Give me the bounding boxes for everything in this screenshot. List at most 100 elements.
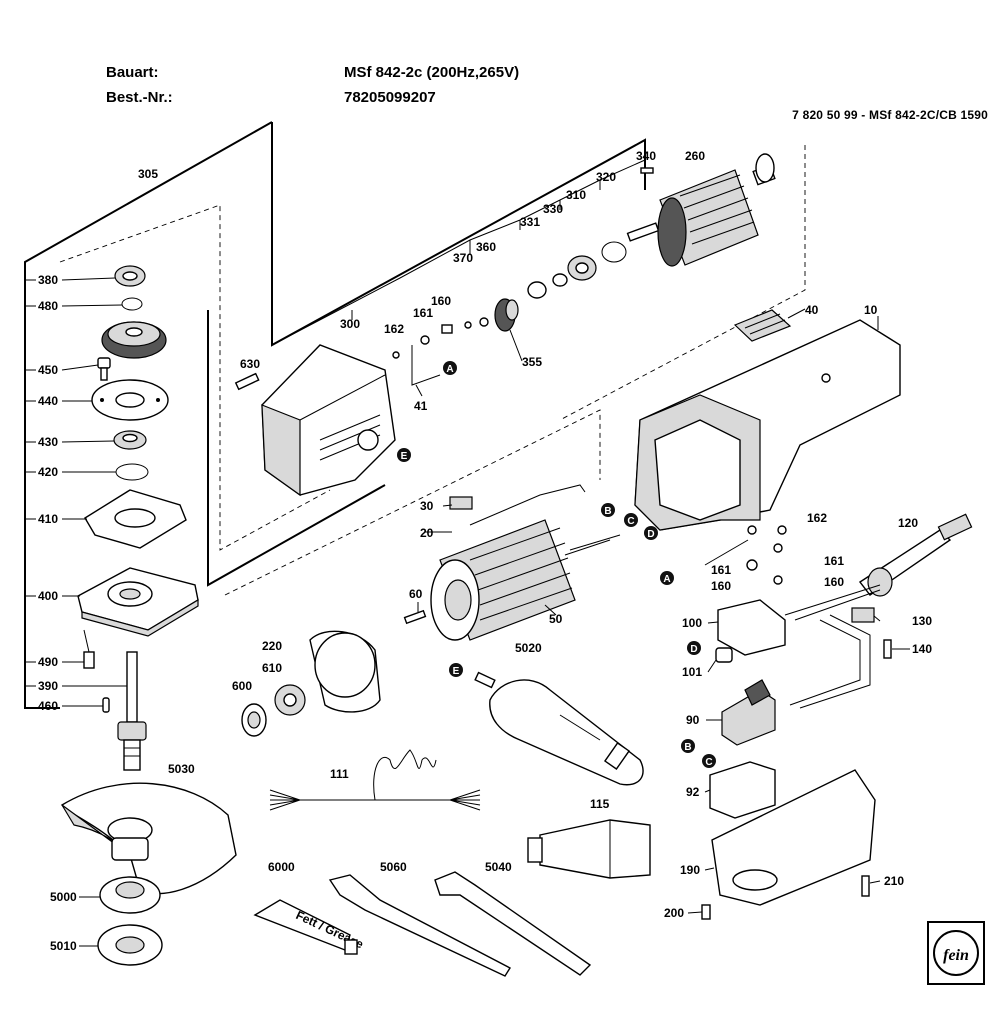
label-310: 310 xyxy=(566,188,586,202)
part-number-labels: 305 380 480 450 440 430 420 410 400 490 … xyxy=(38,149,932,953)
svg-text:A: A xyxy=(663,574,670,585)
marker-e-2: E xyxy=(449,663,463,677)
label-320: 320 xyxy=(596,170,616,184)
baffle-220 xyxy=(309,630,381,713)
label-420: 420 xyxy=(38,465,58,479)
label-40: 40 xyxy=(805,303,819,317)
label-5000: 5000 xyxy=(50,890,77,904)
label-370: 370 xyxy=(453,251,473,265)
grease-tube-6000: Fett / Grease xyxy=(253,899,366,955)
label-330: 330 xyxy=(543,202,563,216)
switch-wires xyxy=(784,584,881,709)
label-30: 30 xyxy=(420,499,434,513)
label-160-left: 160 xyxy=(711,579,731,593)
circlip-320 xyxy=(601,241,627,263)
label-60: 60 xyxy=(409,587,423,601)
label-260: 260 xyxy=(685,149,705,163)
ring-420 xyxy=(115,463,149,481)
clamp-130 xyxy=(851,607,875,623)
label-460: 460 xyxy=(38,699,58,713)
plate-440 xyxy=(91,379,169,421)
label-190: 190 xyxy=(680,863,700,877)
field-coil-50 xyxy=(430,519,621,641)
screw-200 xyxy=(701,904,711,920)
svg-text:E: E xyxy=(401,451,408,462)
flange-400 xyxy=(77,567,199,637)
label-5020: 5020 xyxy=(515,641,542,655)
marker-d-1: D xyxy=(644,526,658,540)
motor-frame xyxy=(224,140,806,596)
label-400: 400 xyxy=(38,589,58,603)
label-300: 300 xyxy=(340,317,360,331)
marker-b-1: B xyxy=(601,503,615,517)
svg-text:C: C xyxy=(705,757,712,768)
label-220: 220 xyxy=(262,639,282,653)
switch-90 xyxy=(721,679,776,746)
label-6000: 6000 xyxy=(268,860,295,874)
label-331: 331 xyxy=(520,215,540,229)
gasket-410 xyxy=(84,489,187,549)
label-490: 490 xyxy=(38,655,58,669)
pin-wrench-5060 xyxy=(328,874,511,977)
label-5010: 5010 xyxy=(50,939,77,953)
capacitor-101 xyxy=(715,647,733,663)
cable-111 xyxy=(269,749,481,811)
label-440: 440 xyxy=(38,394,58,408)
small-parts-162-161-160 xyxy=(392,317,489,359)
label-355: 355 xyxy=(522,355,542,369)
bearing-310 xyxy=(567,255,597,281)
bearing-430 xyxy=(113,430,147,450)
plug-115 xyxy=(527,819,651,879)
label-5040: 5040 xyxy=(485,860,512,874)
gear-head-frame xyxy=(24,121,646,709)
label-5060: 5060 xyxy=(380,860,407,874)
label-50: 50 xyxy=(549,612,563,626)
label-161-left: 161 xyxy=(711,563,731,577)
label-210: 210 xyxy=(884,874,904,888)
screw-490 xyxy=(83,629,95,669)
marker-c-1: C xyxy=(624,513,638,527)
flange-5000 xyxy=(99,876,161,914)
cover-92 xyxy=(709,761,776,819)
svg-text:D: D xyxy=(690,644,697,655)
label-111: 111 xyxy=(330,767,349,781)
washers-331-330 xyxy=(527,273,568,299)
nut-610 xyxy=(274,684,306,716)
gear-housing-300 xyxy=(261,344,396,497)
label-10: 10 xyxy=(864,303,878,317)
screw-140 xyxy=(883,639,892,659)
key-340 xyxy=(640,167,654,174)
label-120: 120 xyxy=(898,516,918,530)
screw-210 xyxy=(861,875,870,897)
svg-text:fein: fein xyxy=(943,947,969,964)
bevel-gear xyxy=(101,321,167,359)
label-390: 390 xyxy=(38,679,58,693)
label-600: 600 xyxy=(232,679,252,693)
label-340: 340 xyxy=(636,149,656,163)
svg-text:A: A xyxy=(446,364,453,375)
svg-text:C: C xyxy=(627,516,634,527)
bracket-100 xyxy=(717,599,786,656)
armature-260 xyxy=(626,153,776,267)
type-label: Bauart: xyxy=(106,64,159,81)
screw-60 xyxy=(403,609,427,625)
label-90: 90 xyxy=(686,713,700,727)
circlip-480 xyxy=(121,297,143,311)
label-160-right: 160 xyxy=(824,575,844,589)
label-161-right: 161 xyxy=(824,554,844,568)
housing-cover-190 xyxy=(711,769,876,906)
svg-text:D: D xyxy=(647,529,654,540)
label-360: 360 xyxy=(476,240,496,254)
fein-logo-icon: fein xyxy=(927,921,985,985)
label-630: 630 xyxy=(240,357,260,371)
svg-text:E: E xyxy=(453,666,460,677)
screw-630 xyxy=(234,372,260,391)
nut-5010 xyxy=(97,924,163,966)
brush-holder-30-20 xyxy=(449,484,586,526)
small-gear-355 xyxy=(494,298,519,332)
marker-a-2: A xyxy=(660,571,674,585)
label-305: 305 xyxy=(138,167,158,181)
type-value: MSf 842-2c (200Hz,265V) xyxy=(344,64,520,81)
marker-b-2: B xyxy=(681,739,695,753)
label-20: 20 xyxy=(420,526,434,540)
